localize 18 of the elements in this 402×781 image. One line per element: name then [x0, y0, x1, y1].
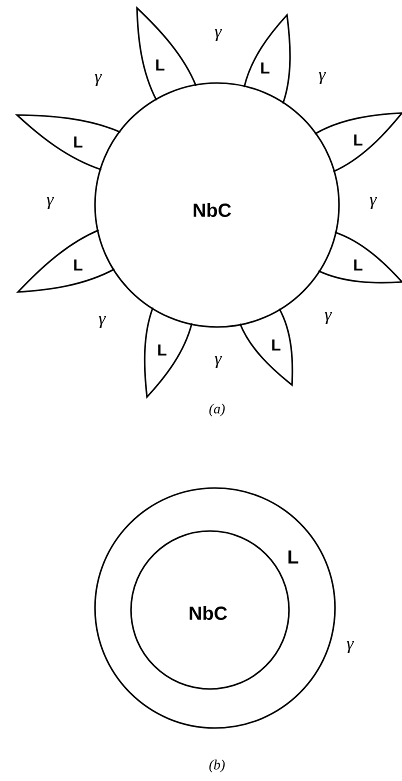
liquid-petal: L [17, 229, 115, 293]
liquid-petal: L [314, 112, 402, 172]
liquid-petal: L [239, 308, 294, 386]
liquid-petal: L [136, 7, 197, 101]
phase-label: γ [214, 356, 222, 368]
liquid-petal: L [318, 231, 402, 284]
phase-label: γ [98, 316, 106, 328]
liquid-petal: L [144, 307, 193, 398]
phase-label: γ [46, 196, 54, 210]
panel-caption: (b) [209, 760, 225, 772]
liquid-petal: L [243, 14, 291, 104]
phase-label: γ [370, 196, 377, 210]
phase-label: γ [346, 640, 354, 654]
phase-label: γ [324, 312, 332, 324]
panel-caption: (a) [209, 404, 225, 416]
phase-label: γ [214, 28, 222, 42]
liquid-petal: L [16, 114, 121, 170]
phase-label: γ [318, 72, 326, 84]
